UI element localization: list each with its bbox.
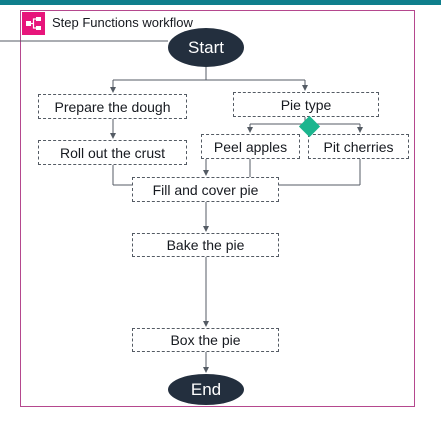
state-bake[interactable]: Bake the pie: [132, 233, 279, 257]
state-peel-apples[interactable]: Peel apples: [201, 134, 300, 159]
step-functions-icon: [22, 12, 45, 35]
state-fill-and-cover[interactable]: Fill and cover pie: [132, 177, 279, 202]
state-pie-type[interactable]: Pie type: [233, 92, 379, 117]
state-roll-out-crust[interactable]: Roll out the crust: [38, 140, 187, 165]
workflow-title: Step Functions workflow: [52, 15, 193, 30]
workflow-frame: [20, 10, 415, 407]
top-accent-bar: [0, 0, 441, 5]
state-prepare-dough[interactable]: Prepare the dough: [38, 94, 187, 119]
start-node[interactable]: Start: [168, 28, 244, 67]
state-box[interactable]: Box the pie: [132, 328, 279, 352]
state-pit-cherries[interactable]: Pit cherries: [308, 134, 409, 159]
end-node[interactable]: End: [168, 374, 244, 405]
